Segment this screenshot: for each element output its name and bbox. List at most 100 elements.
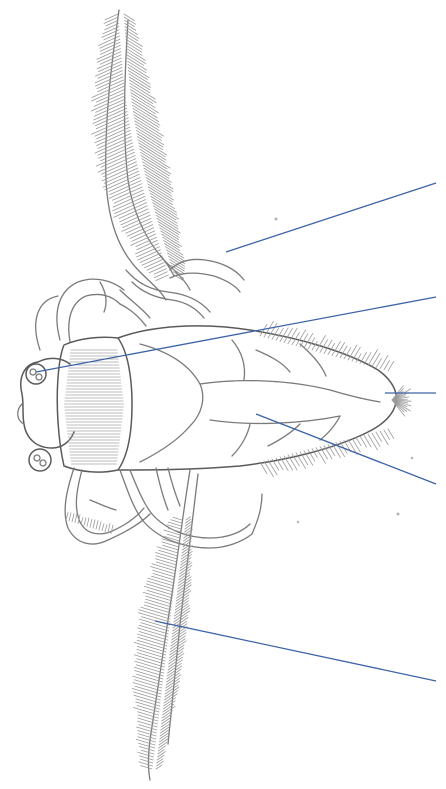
fringe-hair <box>268 323 277 338</box>
leg-hair <box>104 17 118 23</box>
leg-hair <box>158 746 165 751</box>
upper-swimming-leg <box>91 10 190 300</box>
leg-hair <box>165 687 179 697</box>
leg-hair <box>141 750 154 754</box>
leg-hair <box>171 520 182 523</box>
leg-hair <box>113 193 144 207</box>
leg-hair <box>95 74 122 86</box>
fringe-hair <box>296 330 306 346</box>
leg-hair <box>160 228 179 240</box>
leg-hair <box>162 234 182 247</box>
upper-legs <box>36 270 210 350</box>
leg-hair <box>96 149 134 166</box>
leg-hair <box>99 143 133 158</box>
leg-hair <box>162 539 179 544</box>
fringe-hair <box>384 361 390 370</box>
leg-hair <box>127 49 146 61</box>
leg-hair <box>95 64 122 76</box>
fringe-hair <box>372 433 380 446</box>
leg-hair <box>101 159 136 175</box>
leg-hair <box>121 212 149 225</box>
leg-hair <box>160 733 169 739</box>
fringe-hair <box>332 342 340 356</box>
leg-hair <box>157 547 178 553</box>
fringe-hair <box>304 333 313 348</box>
paper-specks <box>275 218 414 524</box>
head <box>18 358 74 471</box>
leg-hair <box>137 706 159 713</box>
leg-hair <box>138 734 156 739</box>
leg-hair <box>157 761 164 766</box>
fringe-hair <box>356 437 361 445</box>
leader-eye <box>36 297 436 372</box>
fringe-hair <box>316 336 326 352</box>
leg-hair <box>139 725 157 730</box>
leg-hair <box>137 721 157 727</box>
leg-hair <box>98 156 135 173</box>
leg-hair <box>156 556 177 562</box>
leg-hair <box>132 99 156 114</box>
fringe-hair <box>376 358 382 367</box>
leg-hair <box>152 564 176 571</box>
leg-hair <box>151 567 176 575</box>
fringe-hair <box>268 460 277 475</box>
leg-hair <box>134 118 163 136</box>
leg-hair <box>110 181 141 195</box>
leg-hair <box>138 731 157 737</box>
leader-leg-tip <box>226 183 436 252</box>
fringe-hair <box>380 431 388 444</box>
fringe-hair <box>284 328 293 342</box>
leg-hair <box>96 99 126 112</box>
leg-hair <box>99 522 101 530</box>
leg-hair <box>109 178 140 192</box>
fringe-hair <box>352 438 360 452</box>
leg-hair <box>113 196 145 210</box>
leg-hair <box>156 559 177 565</box>
leg-hair <box>164 691 178 700</box>
leg-hair <box>95 121 129 136</box>
leader-lower-leg <box>155 621 436 681</box>
leg-hair <box>102 524 104 531</box>
leg-hair <box>81 517 83 524</box>
leg-hair <box>75 513 77 523</box>
leg-hair <box>90 519 92 527</box>
leg-hair <box>114 200 145 214</box>
leg-hair <box>128 64 149 77</box>
leg-hair <box>113 187 143 200</box>
leg-hair <box>141 156 171 175</box>
leg-hair <box>143 165 171 183</box>
leg-hair <box>93 108 127 123</box>
leg-hair <box>102 165 137 181</box>
leg-hair <box>145 171 173 189</box>
leg-hair <box>125 23 136 30</box>
leg-hair <box>137 137 166 155</box>
leg-hair <box>138 712 159 718</box>
leg-hair <box>123 215 150 227</box>
fringe-hair <box>372 353 380 366</box>
fringe-hair <box>312 342 317 351</box>
fringe-hair <box>376 432 382 441</box>
leg-hair <box>145 174 173 191</box>
leg-hair <box>159 742 167 748</box>
leg-hair <box>142 159 170 176</box>
leg-hair <box>114 190 143 203</box>
leg-hair <box>93 520 95 528</box>
leg-hair <box>153 574 175 581</box>
leg-hair <box>149 266 165 273</box>
leg-hair <box>87 518 89 527</box>
leg-hair <box>166 681 180 691</box>
prothorax <box>57 337 132 472</box>
leg-hair <box>95 71 122 83</box>
leg-hair <box>96 90 124 103</box>
leg-hair <box>158 222 179 235</box>
leg-hair <box>102 30 119 38</box>
leg-hair <box>98 140 132 155</box>
leg-hair <box>104 33 119 40</box>
fringe-hair <box>264 461 273 477</box>
leg-hair <box>103 171 139 187</box>
leg-hair <box>161 724 170 730</box>
leg-hair <box>138 737 156 742</box>
leg-hair <box>167 534 180 538</box>
fringe-hair <box>280 328 288 342</box>
